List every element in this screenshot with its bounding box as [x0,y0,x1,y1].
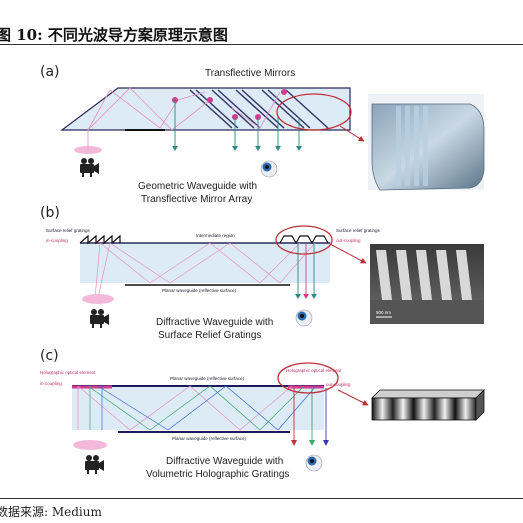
panel-c: (c) Holographic optical element in-coupl… [40,348,485,480]
panel-b-caption-line1: Diffractive Waveguide with [156,317,273,328]
rays-c [77,385,317,431]
intermediate-region-label: Intermediate region [196,233,235,238]
output-rays-a [174,100,300,148]
left-coupling-label-c: in-coupling [40,381,62,386]
diffractive-waveguide-b [80,243,330,283]
output-arrowheads-b [295,294,317,299]
panel-a: (a) Transflective Mirrors [40,64,485,205]
transflective-mirrors-label: Transflective Mirrors [205,68,295,79]
output-rays-b [297,243,315,296]
sem-micrograph: 500 nm [370,244,484,324]
projector-glow-b [82,294,114,304]
panel-a-caption-line1: Geometric Waveguide with [138,181,257,192]
panel-c-caption-line1: Diffractive Waveguide with [166,456,283,467]
output-rays-c [293,388,327,442]
highlight-ellipse-b [275,225,333,255]
zoom-arrow-a [339,125,365,142]
zoom-arrow-c [337,389,369,406]
panel-c-caption-line2: Volumetric Holographic Gratings [146,469,289,480]
right-grating-label: Surface relief gratings [336,228,381,233]
projector-glow-c [73,440,107,450]
eye-icon [295,309,313,327]
highlight-ellipse-a [276,93,352,131]
left-coupling-label: in-coupling [46,238,68,243]
projector-icon [80,158,99,177]
top-rule [0,44,523,45]
output-arrowheads-a [172,146,302,151]
left-hoe-label: Holographic optical element [40,370,96,375]
zoom-arrow-b [329,243,367,264]
rays-b [94,242,316,299]
panel-b-label: (b) [40,205,60,221]
panel-a-label: (a) [40,64,60,80]
eye-icon [260,160,278,178]
figure-source: 数据来源: Medium [0,505,102,519]
right-hoe-label: Holographic optical element [286,368,342,373]
eye-icon [305,454,323,472]
rays-a [87,87,281,131]
highlight-ellipse-c [277,362,339,394]
output-arrowheads-c [291,440,329,446]
holographic-grating-block [371,389,485,421]
right-surface-grating [279,235,329,245]
geometric-waveguide-photo [368,94,485,191]
planar-top-label: Planar waveguide (reflective surface) [170,376,245,381]
projector-icon [90,309,109,328]
figure-title: 图 10: 不同光波导方案原理示意图 [0,26,228,44]
planar-waveguide-label-b: Planar waveguide (reflective surface) [162,288,237,293]
scale-bar-label: 500 nm [376,310,391,315]
right-coupling-label-c: out-coupling [326,382,351,387]
panel-a-caption-line2: Transflective Mirror Array [141,194,252,205]
panel-c-label: (c) [40,348,59,364]
panel-b: (b) Surface relief gratings in-coupling … [40,205,484,341]
panel-b-caption-line2: Surface Relief Gratings [158,330,261,341]
left-grating-label: Surface relief gratings [46,228,91,233]
right-coupling-label: out-coupling [336,238,361,243]
planar-bottom-label: Planar waveguide (reflective surface) [172,436,247,441]
bottom-rule [0,498,523,499]
left-surface-grating [79,234,121,245]
projector-icon [85,455,104,474]
